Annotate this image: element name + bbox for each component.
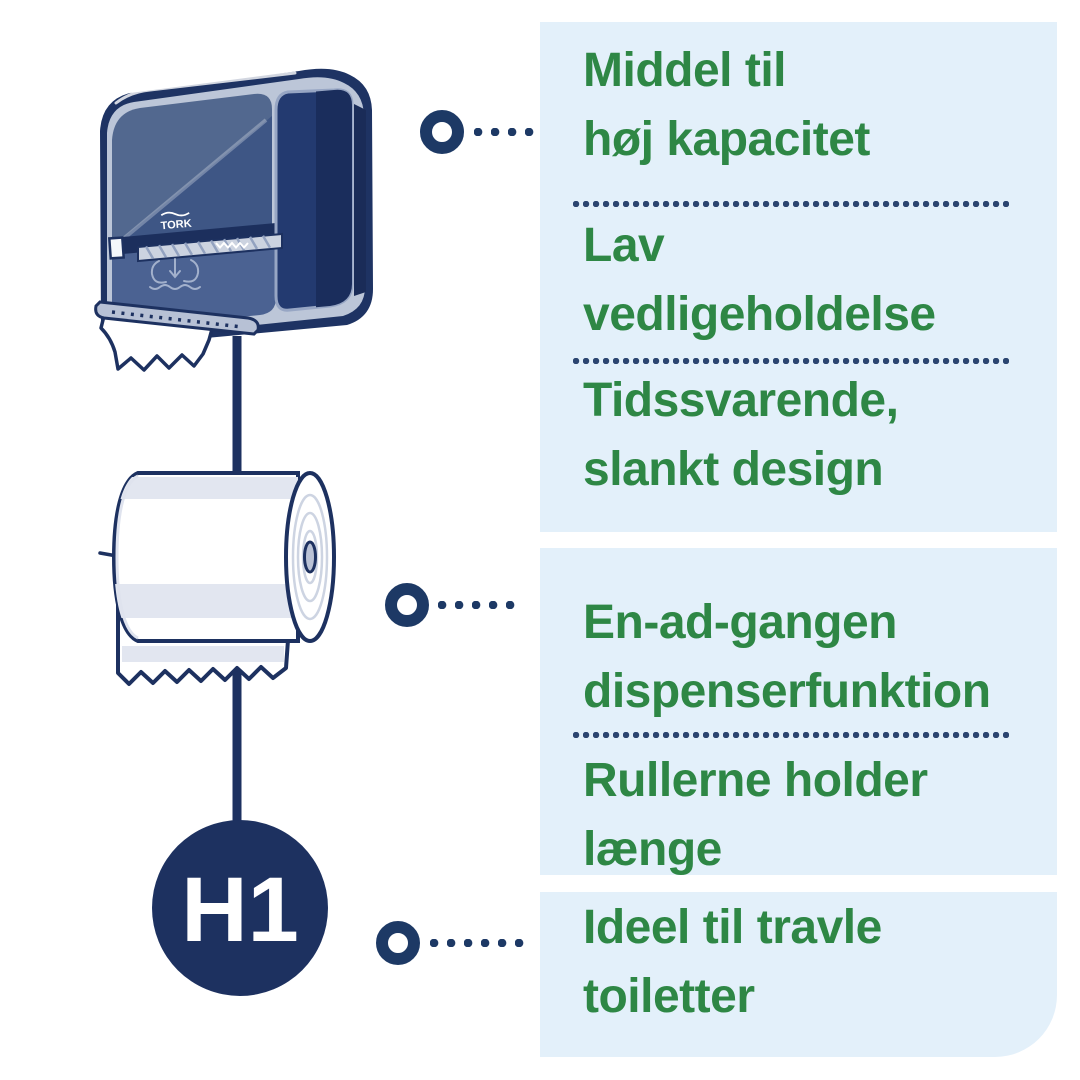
dotted-separator-1 [573, 201, 1009, 207]
connector-ring-2 [385, 583, 429, 627]
feature-one-at-a-time: En-ad-gangen dispenserfunktion [583, 588, 991, 726]
product-illustration: TORK [94, 68, 373, 996]
h1-badge: H1 [152, 820, 328, 996]
feature-line: Tidssvarende, [583, 374, 899, 427]
feature-panel-3 [540, 892, 1057, 1057]
dotted-connector-line-1 [474, 128, 540, 136]
dispenser-illustration: TORK [94, 68, 373, 372]
key-slot [107, 236, 126, 260]
dotted-connector-line-2 [438, 601, 522, 609]
connector-ring-1 [420, 110, 464, 154]
feature-line: Rullerne holder [583, 754, 928, 807]
feature-busy-washrooms: Ideel til travle toiletter [583, 893, 882, 1031]
feature-design: Tidssvarende, slankt design [583, 366, 899, 504]
tork-logo-text: TORK [160, 218, 192, 233]
tork-logo: TORK [160, 211, 192, 233]
dotted-connector-line-3 [430, 939, 532, 947]
tear-bar [94, 300, 260, 336]
h1-badge-label: H1 [181, 859, 299, 961]
feature-line: slankt design [583, 443, 884, 496]
roll-core [303, 540, 317, 574]
feature-panel-1 [540, 22, 1057, 532]
feature-line: toiletter [583, 970, 755, 1023]
feature-line: dispenserfunktion [583, 665, 991, 718]
feature-line: vedligeholdelse [583, 288, 936, 341]
feature-maintenance: Lav vedligeholdelse [583, 211, 936, 349]
feature-line: Middel til [583, 44, 786, 97]
feature-line: længe [583, 823, 722, 876]
feature-line: Ideel til travle [583, 901, 882, 954]
dotted-separator-2 [573, 358, 1009, 364]
feature-line: En-ad-gangen [583, 596, 897, 649]
feature-panel-2 [540, 548, 1057, 875]
feature-capacity: Middel til høj kapacitet [583, 36, 870, 174]
paper-roll-illustration [98, 471, 336, 686]
dispensed-towel [99, 314, 216, 372]
dispenser-slot [137, 232, 283, 263]
dotted-separator-3 [573, 732, 1009, 738]
feature-line: høj kapacitet [583, 113, 870, 166]
feature-roll-duration: Rullerne holder længe [583, 746, 928, 884]
hands-icon [149, 258, 201, 290]
feature-line: Lav [583, 219, 665, 272]
connector-ring-3 [376, 921, 420, 965]
